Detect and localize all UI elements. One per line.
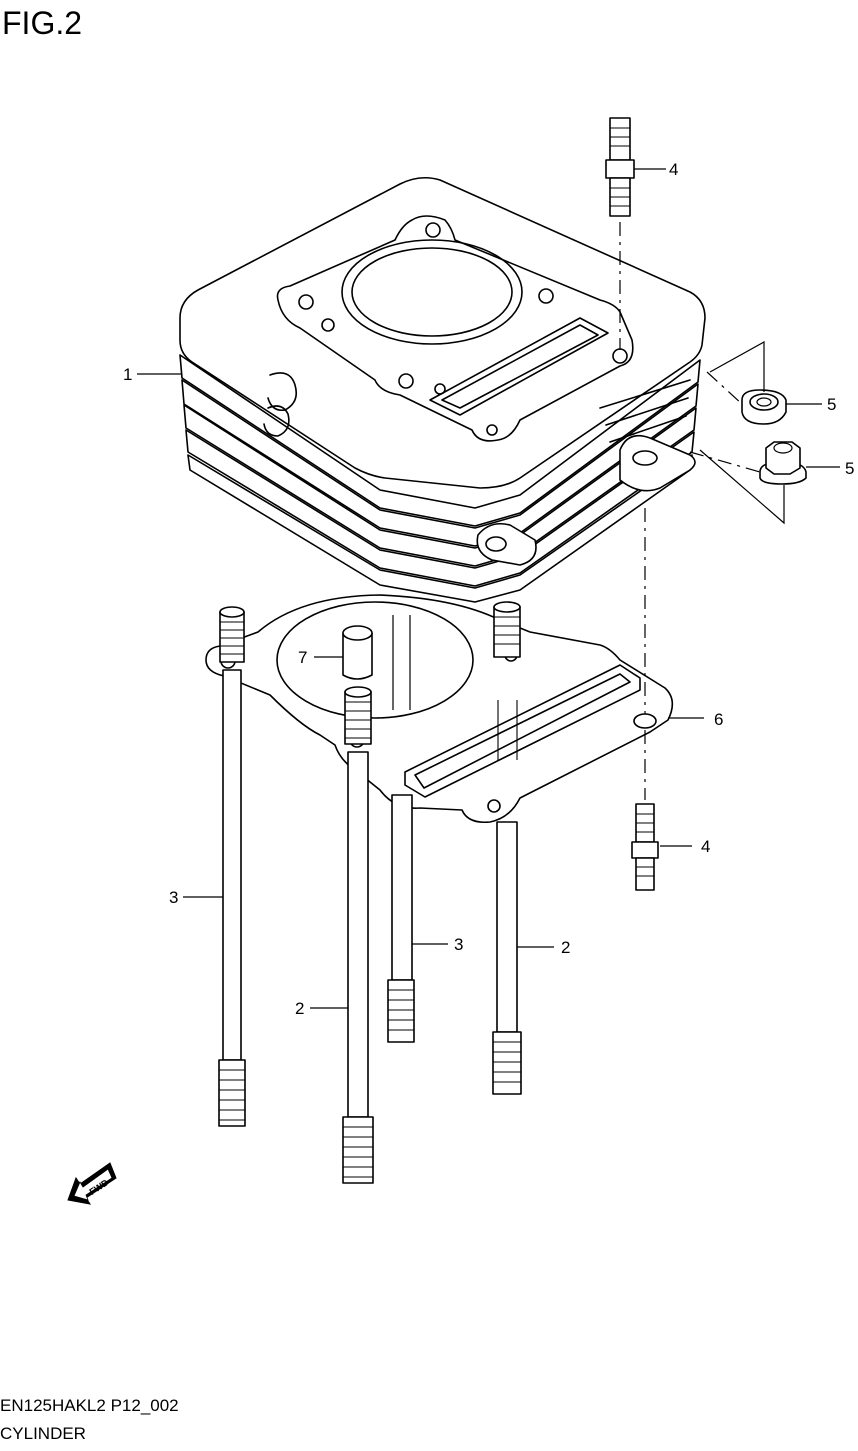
stud-bolt-center[interactable] (387, 615, 415, 1043)
leader-lines (137, 168, 840, 1009)
model-code: EN125HAKL2 P12_002 (0, 1396, 179, 1415)
callout-1: 1 (123, 365, 132, 384)
assembly-centerlines (619, 222, 761, 800)
flange-nut-lower[interactable] (759, 441, 807, 485)
short-stud-lower[interactable] (631, 803, 659, 891)
callout-labels: 1 4 5 5 7 6 4 3 3 2 2 (123, 160, 854, 1018)
section-name: CYLINDER (0, 1424, 86, 1443)
base-gasket-part[interactable] (205, 594, 674, 824)
callout-4-lower: 4 (701, 837, 710, 856)
callout-2-left: 2 (295, 999, 304, 1018)
callout-4-upper: 4 (669, 160, 678, 179)
flange-nut-upper[interactable] (741, 389, 787, 425)
forward-direction-arrow-icon: FWD (67, 1162, 117, 1205)
callout-7: 7 (298, 648, 307, 667)
short-stud-upper[interactable] (605, 117, 635, 217)
callout-5-lower: 5 (845, 459, 854, 478)
callout-3-left: 3 (169, 888, 178, 907)
stud-bolt-left-long[interactable] (218, 606, 246, 1127)
callout-2-right: 2 (561, 938, 570, 957)
stud-bolt-rear[interactable] (492, 601, 522, 1095)
callout-5-upper: 5 (827, 395, 836, 414)
callout-6: 6 (714, 710, 723, 729)
stud-bolt-front-long[interactable] (342, 686, 374, 1184)
dowel-pin-part[interactable] (342, 625, 373, 680)
callout-3-center: 3 (454, 935, 463, 954)
cylinder-part[interactable] (179, 176, 706, 603)
figure-title: FIG.2 (2, 5, 83, 41)
